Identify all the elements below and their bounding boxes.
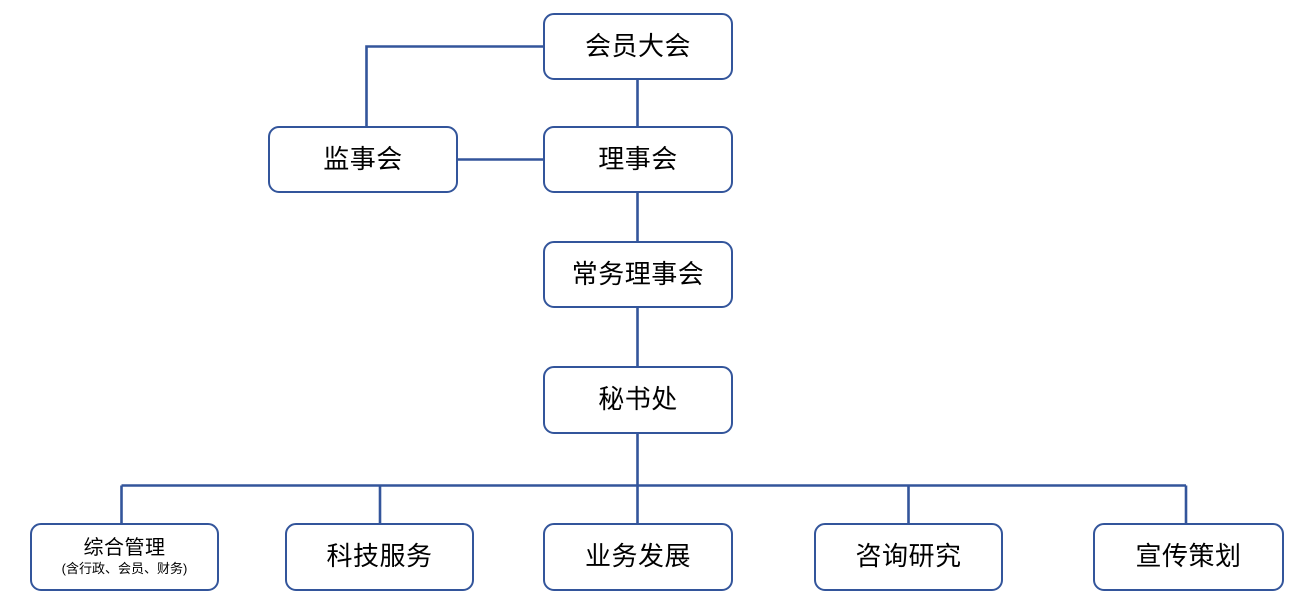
node-secretariat[interactable]: 秘书处 — [543, 366, 733, 434]
node-title: 会员大会 — [584, 30, 691, 61]
node-board-of-supervisors[interactable]: 监事会 — [268, 126, 458, 193]
node-board-of-directors[interactable]: 理事会 — [543, 126, 733, 193]
node-general-assembly[interactable]: 会员大会 — [543, 13, 733, 80]
node-title: 宣传策划 — [1135, 541, 1242, 572]
node-standing-council[interactable]: 常务理事会 — [543, 241, 733, 308]
node-title: 综合管理 — [83, 537, 166, 560]
node-subtitle: (含行政、会员、财务) — [61, 561, 188, 577]
node-technology-services[interactable]: 科技服务 — [285, 523, 474, 591]
node-consulting-research[interactable]: 咨询研究 — [814, 523, 1003, 591]
node-title: 科技服务 — [326, 541, 433, 572]
node-publicity-planning[interactable]: 宣传策划 — [1093, 523, 1284, 591]
node-title: 秘书处 — [598, 384, 678, 415]
node-general-management[interactable]: 综合管理 (含行政、会员、财务) — [30, 523, 219, 591]
node-title: 咨询研究 — [855, 541, 962, 572]
node-title: 监事会 — [323, 143, 403, 174]
connector-assembly-to-supervisors — [365, 45, 543, 126]
node-title: 常务理事会 — [571, 258, 705, 289]
node-title: 业务发展 — [584, 541, 691, 572]
node-business-development[interactable]: 业务发展 — [543, 523, 733, 591]
node-title: 理事会 — [598, 143, 678, 174]
